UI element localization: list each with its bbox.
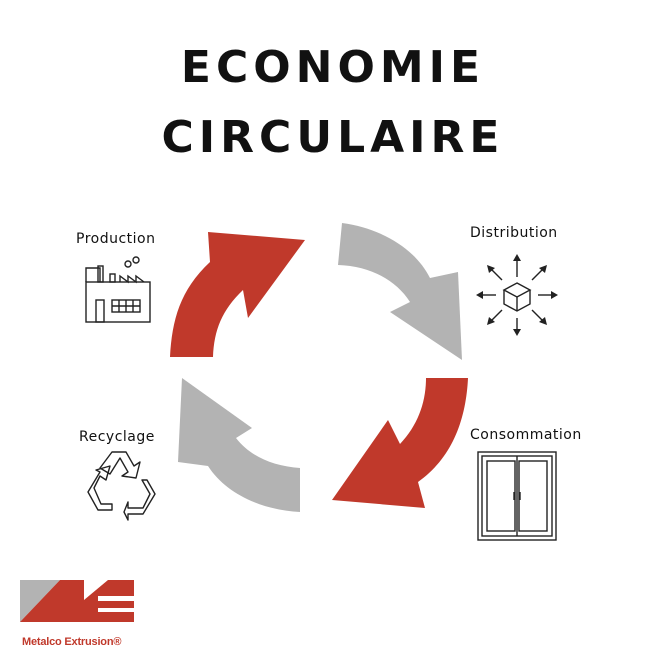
logo-text: Metalco Extrusion® [22,636,122,648]
label-recyclage: Recyclage [79,429,155,445]
title-line-2: CIRCULAIRE [161,112,505,163]
arrow-recyclage-to-production [170,232,305,357]
arrow-production-to-distribution [338,223,462,360]
label-distribution: Distribution [470,225,558,241]
recycle-icon [87,451,156,521]
title-line-1: ECONOMIE [180,42,486,93]
arrow-distribution-to-consommation [332,378,468,508]
label-consommation: Consommation [470,427,582,443]
arrow-consommation-to-recyclage [178,378,300,512]
label-production: Production [76,231,156,247]
distribution-arrowheads [476,254,558,336]
metalco-logo [20,580,134,622]
factory-icon [85,256,151,323]
cycle-arrows [170,223,468,512]
window-icon [477,451,557,541]
